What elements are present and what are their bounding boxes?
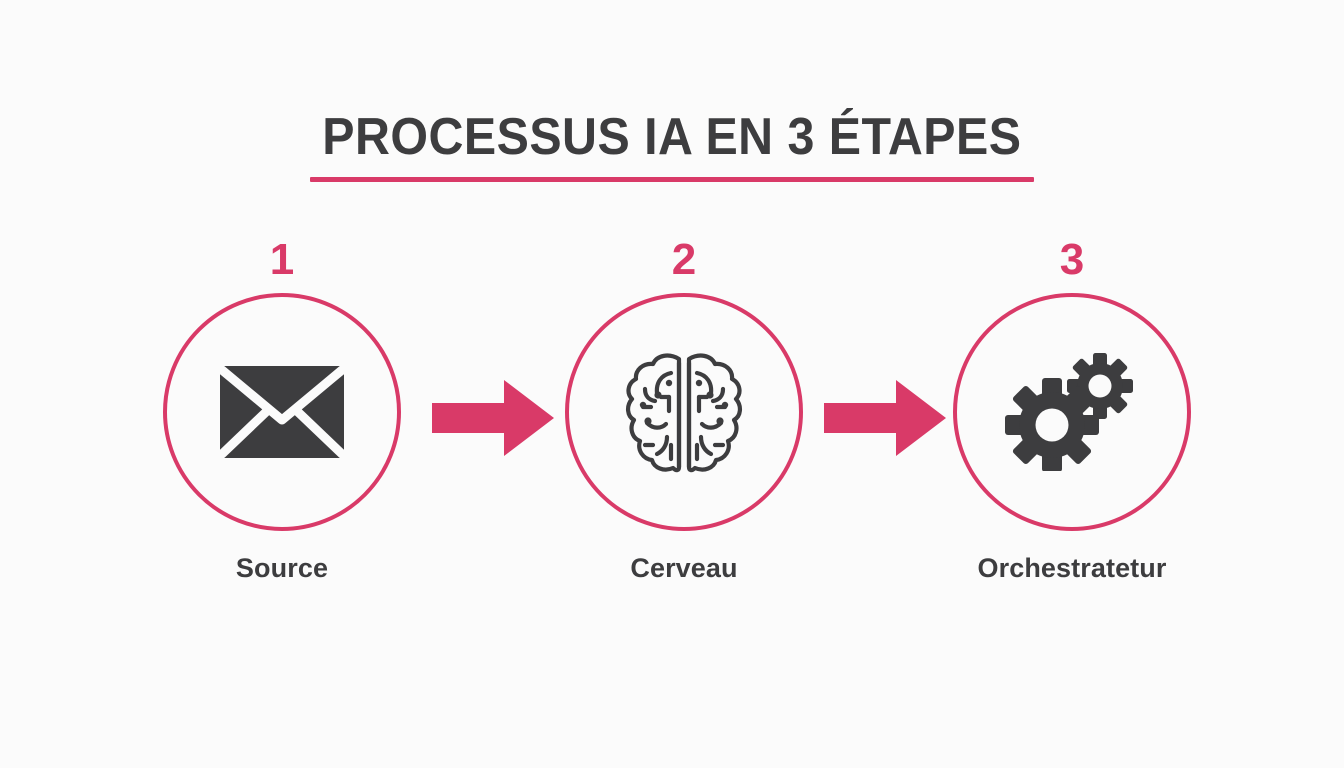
step-3-number: 3 <box>1059 235 1085 284</box>
envelope-icon <box>217 365 347 459</box>
step-2-cerveau[interactable]: 2 <box>554 238 814 618</box>
page-title: PROCESSUS IA EN 3 ÉTAPES <box>322 108 1022 166</box>
step-3-label: Orchestratetur <box>977 553 1167 583</box>
page-header: PROCESSUS IA EN 3 ÉTAPES <box>0 110 1344 182</box>
arrow-right-icon-1 <box>432 376 554 460</box>
arrow-right-icon-2 <box>824 376 946 460</box>
steps-row: 1 Source 2 <box>0 238 1344 618</box>
step-1-number: 1 <box>269 235 295 284</box>
gears-icon <box>1002 353 1142 472</box>
step-2-number: 2 <box>671 235 697 284</box>
step-3-circle <box>953 293 1191 531</box>
step-1-circle <box>163 293 401 531</box>
step-2-circle <box>565 293 803 531</box>
step-1-label: Source <box>235 553 329 583</box>
step-2-label: Cerveau <box>630 553 738 583</box>
step-1-source[interactable]: 1 Source <box>152 238 412 618</box>
step-3-orchestrateur[interactable]: 3 <box>942 238 1202 618</box>
title-underline-rule <box>310 176 1034 182</box>
brain-icon <box>623 349 745 475</box>
